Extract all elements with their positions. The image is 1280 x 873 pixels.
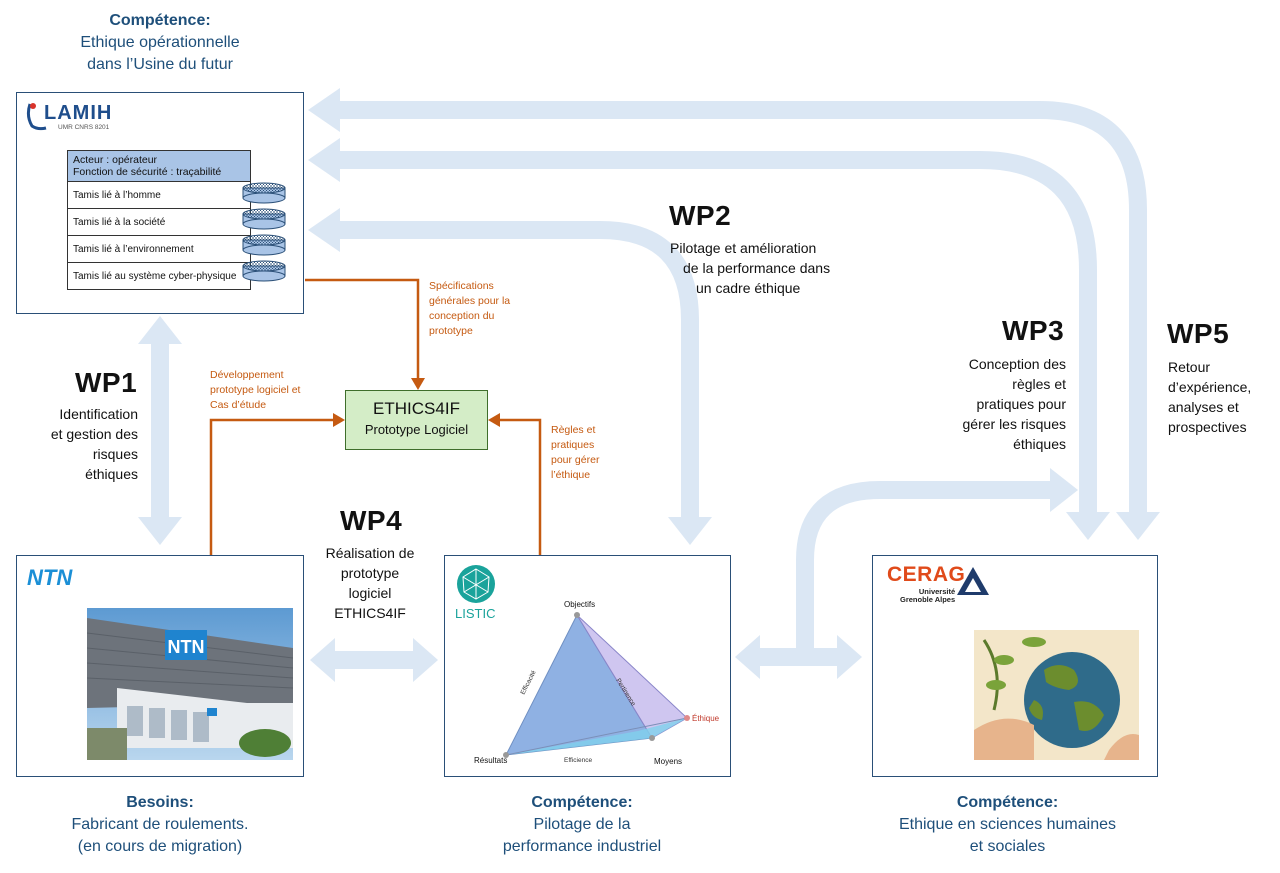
prototype-subtitle: Prototype Logiciel xyxy=(364,422,469,437)
specs-head xyxy=(411,378,425,390)
lc-left-head xyxy=(735,635,760,679)
wp3-desc: Conception des règles et pratiques pour … xyxy=(962,356,1067,452)
tamis-row-label: Tamis lié à l’environnement xyxy=(67,235,251,263)
prototype-title: ETHICS4IF xyxy=(373,399,460,418)
rules-line xyxy=(498,418,542,555)
ntn-sign: NTN xyxy=(168,637,205,657)
lc-right-head xyxy=(837,635,862,679)
listic-caption: Compétence: Pilotage de la performance i… xyxy=(502,794,662,855)
specs-line xyxy=(305,278,420,380)
wp2-title: WP2 xyxy=(669,200,732,231)
wp3-arrow-head xyxy=(308,138,340,182)
wp2-arrow-head xyxy=(308,208,340,252)
dev-line xyxy=(209,418,335,555)
top-caption-line1: Ethique opérationnelle xyxy=(80,34,240,51)
wp4-left-head xyxy=(310,638,335,682)
wp2-desc: Pilotage et amélioration de la performan… xyxy=(670,240,831,296)
wp5-title: WP5 xyxy=(1167,318,1230,349)
vertex-moyens: Moyens xyxy=(654,757,682,766)
ntn-logo: NTN xyxy=(27,565,73,590)
wp5-desc: Retour d’expérience, analyses et prospec… xyxy=(1168,359,1252,435)
top-caption-line2: dans l’Usine du futur xyxy=(87,56,233,73)
tamis-row-label: Tamis lié au système cyber-physique xyxy=(67,262,251,290)
top-caption: Compétence: Ethique opérationnelle dans … xyxy=(40,10,280,76)
lamih-logo-sub: UMR CNRS 8201 xyxy=(58,124,110,131)
tamis-header-row: Acteur : opérateur Fonction de sécurité … xyxy=(67,150,251,182)
specs-label: Spécifications générales pour la concept… xyxy=(429,280,511,337)
cerag-caption: Compétence: Ethique en sciences humaines… xyxy=(898,794,1117,855)
wp4-title: WP4 xyxy=(340,505,403,536)
wp1-title: WP1 xyxy=(75,367,138,398)
wp5-arrow-head xyxy=(308,88,340,132)
table-row: Tamis lié à l’environnement xyxy=(67,235,251,263)
tamis-table: Acteur : opérateur Fonction de sécurité … xyxy=(67,150,251,290)
dev-head xyxy=(333,413,345,427)
wp1-down-head xyxy=(138,517,182,545)
rules-head xyxy=(488,413,500,427)
table-row: Tamis lié à la société xyxy=(67,208,251,236)
cerag-sub: Université Grenoble Alpes xyxy=(900,587,956,604)
wp5-arrow-path xyxy=(330,101,1147,515)
wp4-right-head xyxy=(413,638,438,682)
lamih-logo-icon xyxy=(26,103,47,131)
cerag-logo: CERAG xyxy=(887,563,966,586)
dev-label: Développement prototype logiciel et Cas … xyxy=(210,369,301,411)
listic-logo: LISTIC xyxy=(455,606,496,621)
table-row: Tamis lié à l’homme xyxy=(67,181,251,209)
wp1-desc: Identification et gestion des risques ét… xyxy=(50,406,138,482)
wp3-title: WP3 xyxy=(1002,315,1065,346)
listic-wp3-head xyxy=(1050,468,1078,512)
ntn-caption: Besoins: Fabricant de roulements. (en co… xyxy=(71,794,249,855)
listic-logo-icon xyxy=(457,565,495,603)
uga-logo-icon xyxy=(957,567,989,595)
tamis-header-1: Acteur : opérateur xyxy=(73,154,158,166)
tamis-header-2: Fonction de sécurité : traçabilité xyxy=(73,166,222,178)
sieve-icon xyxy=(242,234,286,256)
vertex-resultats: Résultats xyxy=(474,756,507,765)
tamis-row-label: Tamis lié à la société xyxy=(67,208,251,236)
sieve-icon xyxy=(242,260,286,282)
wp5-down-head xyxy=(1116,512,1160,540)
wp3-arrow-path xyxy=(330,151,1097,515)
edge-efficacite: Efficacité xyxy=(520,669,538,696)
top-caption-head: Compétence: xyxy=(109,12,211,29)
sieve-icons xyxy=(242,182,286,282)
table-row: Tamis lié au système cyber-physique xyxy=(67,262,251,290)
earth-hands-illustration xyxy=(974,630,1139,760)
sieve-icon xyxy=(242,182,286,204)
sieve-icon xyxy=(242,208,286,230)
wp3-down-head xyxy=(1066,512,1110,540)
wp4-desc: Réalisation de prototype logiciel ETHICS… xyxy=(325,545,415,621)
rules-label: Règles et pratiques pour gérer l’éthique xyxy=(551,424,600,481)
vertex-ethique: Éthique xyxy=(692,714,720,723)
ntn-building-photo: NTN xyxy=(87,608,293,760)
performance-triangle: Objectifs Résultats Moyens Éthique Effic… xyxy=(474,600,720,766)
wp2-arrow-path xyxy=(330,221,699,520)
wp1-up-head xyxy=(138,316,182,344)
edge-efficience: Efficience xyxy=(564,757,592,764)
lamih-logo: LAMIH xyxy=(44,102,113,124)
tamis-row-label: Tamis lié à l’homme xyxy=(67,181,251,209)
ethics4if-prototype-box: ETHICS4IF Prototype Logiciel xyxy=(345,390,488,450)
listic-wp3-arrow-path xyxy=(796,481,1060,657)
wp2-down-head xyxy=(668,517,712,545)
vertex-objectifs: Objectifs xyxy=(564,600,595,609)
